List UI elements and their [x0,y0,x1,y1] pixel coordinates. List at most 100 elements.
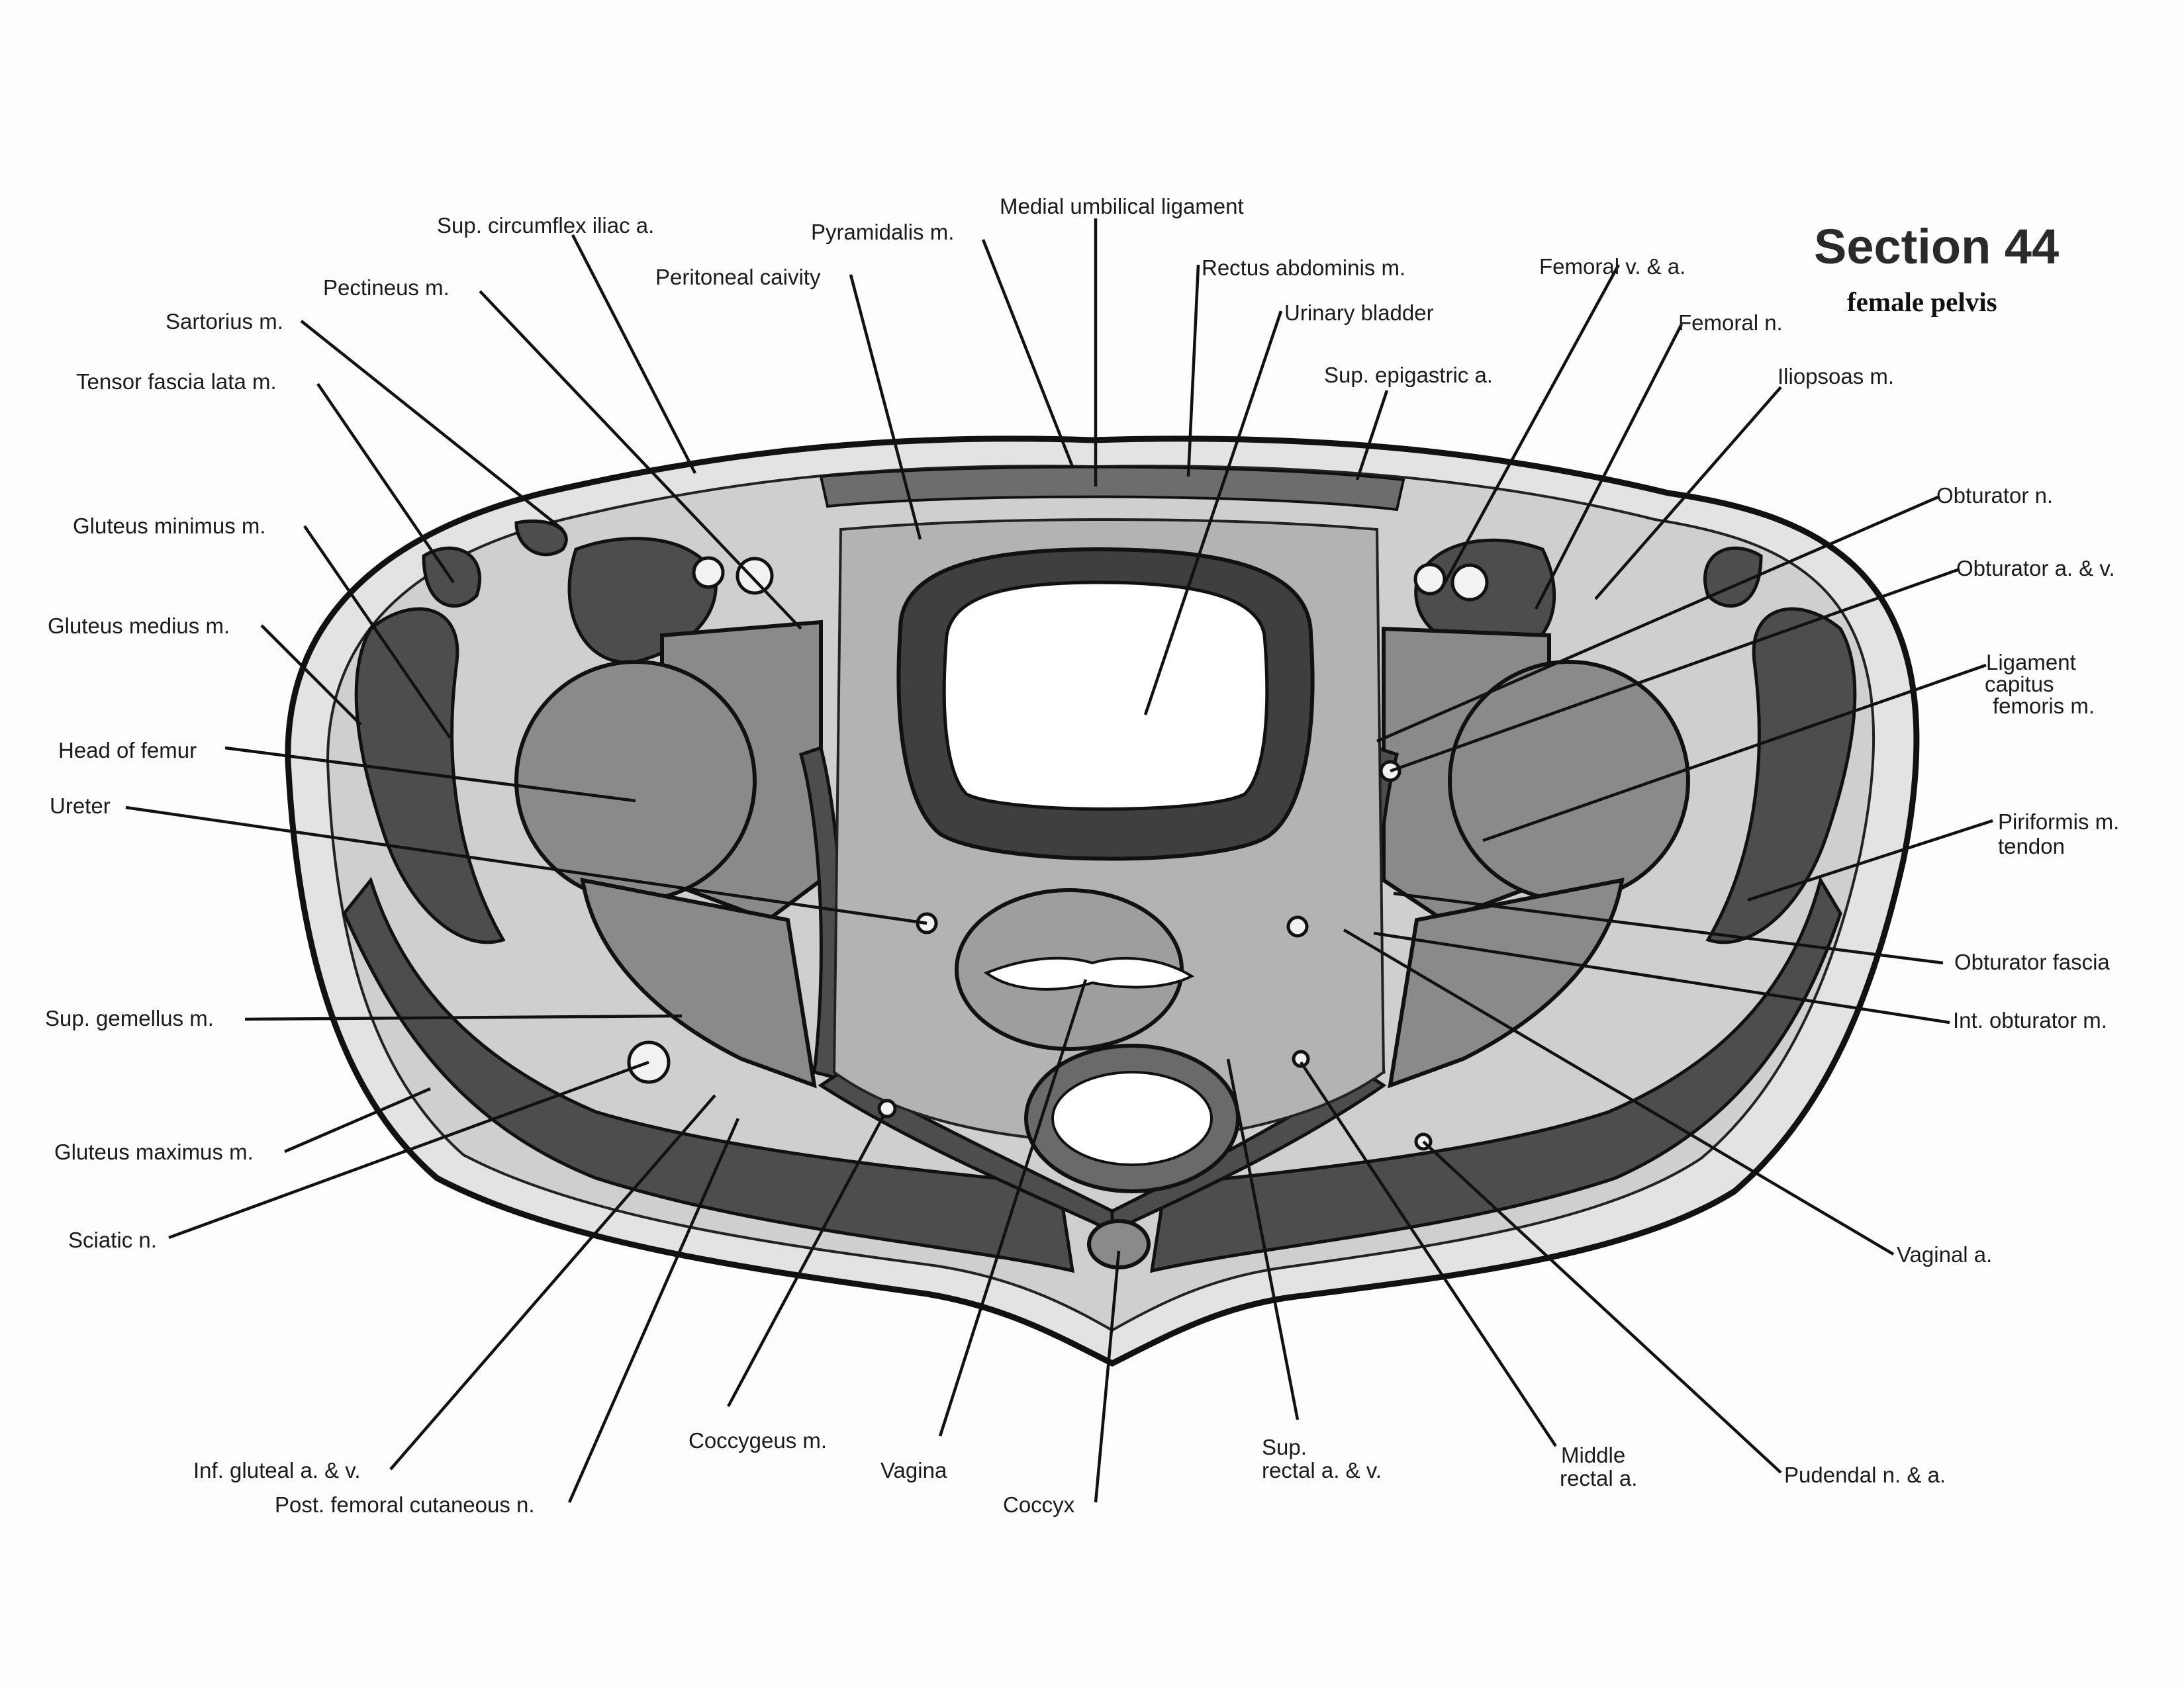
label-peritoneal-cavity: Peritoneal caivity [655,265,821,289]
femoral-vessel-right-b [1450,563,1489,602]
leader-head-of-femur [224,746,636,803]
label-inf-gluteal: Inf. gluteal a. & v. [193,1458,361,1482]
label-gluteus-maximus: Gluteus maximus m. [54,1140,254,1164]
leader-pectineus [479,290,802,630]
label-sup-rectal-1: Sup. [1262,1435,1307,1459]
label-piriformis-1: Piriformis m. [1998,809,2119,834]
label-ligament-capitus-1: Ligament [1986,650,2076,674]
label-middle-rectal-2: rectal a. [1560,1466,1637,1490]
leader-post-femoral-cutaneous [567,1118,740,1503]
leader-ligament-capitus [1482,663,1987,843]
label-femoral-n: Femoral n. [1678,310,1783,335]
gluteus-maximus-right [1149,876,1842,1273]
leader-tensor-fascia-lata [316,383,455,584]
label-middle-rectal-1: Middle [1561,1443,1625,1467]
label-obturator-n: Obturator n. [1936,483,2053,508]
leader-lines [125,218,1993,1503]
label-vagina: Vagina [880,1458,947,1482]
label-coccyx: Coccyx [1003,1492,1075,1517]
leader-gluteus-medius [260,624,362,726]
ischium-right [1388,878,1625,1089]
leader-obturator-n [1376,494,1940,743]
label-sup-gemellus: Sup. gemellus m. [45,1006,214,1030]
leader-urinary-bladder [1143,310,1283,715]
label-pyramidalis: Pyramidalis m. [811,220,954,244]
label-iliopsoas: Iliopsoas m. [1778,364,1894,388]
tensor-fascia-lata-left [422,546,481,608]
label-medial-umbilical-ligament: Medial umbilical ligament [1000,194,1244,218]
leader-obturator-fascia [1393,891,1944,965]
urinary-bladder-lumen [942,580,1269,811]
section-subtitle: female pelvis [1847,287,1997,317]
gluteal-vessel-left [877,1099,897,1118]
label-tensor-fascia-lata: Tensor fascia lata m. [76,369,277,394]
leader-sartorius [300,320,564,531]
leader-coccygeus [727,1114,885,1408]
rectal-vessel [1292,1050,1310,1068]
leader-sup-circumflex-iliac [571,234,697,475]
label-vaginal-a: Vaginal a. [1897,1242,1992,1267]
label-pudendal: Pudendal n. & a. [1784,1463,1946,1487]
rectum-lumen [1051,1071,1213,1166]
label-int-obturator: Int. obturator m. [1953,1008,2107,1032]
leader-coccyx [1094,1250,1121,1503]
label-ligament-capitus-3: femoris m. [1993,694,2095,718]
leader-pudendal [1422,1140,1782,1474]
label-coccygeus: Coccygeus m. [688,1428,827,1453]
ischium-left [580,878,817,1089]
label-sciatic-n: Sciatic n. [68,1228,157,1252]
leader-ureter [125,805,927,925]
rectus-abdominis [819,465,1405,512]
leader-pyramidalis [981,239,1074,467]
leader-obturator-av [1390,567,1960,773]
leader-rectus-abdominis [1186,264,1200,477]
label-ligament-capitus-2: capitus [1985,672,2054,696]
label-sartorius: Sartorius m. [166,309,283,334]
leader-gluteus-minimus [303,525,451,739]
leader-middle-rectal [1300,1061,1557,1447]
sartorius-left [514,519,568,557]
label-sup-epigastric: Sup. epigastric a. [1324,363,1493,387]
leader-inf-gluteal [389,1094,716,1471]
leader-gluteus-maximus [284,1087,431,1154]
coccyx-bone [1087,1219,1151,1269]
leader-sup-epigastric [1355,390,1389,480]
pelvis-cross-section [285,435,1920,1367]
gluteus-medius-right [1705,607,1857,944]
head-of-femur-left [514,660,757,902]
label-ureter: Ureter [50,794,111,818]
leader-sup-rectal [1226,1058,1300,1420]
leader-femoral-n [1534,323,1684,610]
gluteus-maximus-left [342,876,1075,1273]
femoral-vessel-left-a [692,556,725,589]
leader-piriformis-tendon [1747,819,1993,902]
leader-femoral-va [1442,263,1620,587]
leader-int-obturator [1373,931,1950,1025]
vagina-lumen [983,956,1195,991]
label-head-of-femur: Head of femur [58,738,197,762]
femoral-vessel-right-a [1413,563,1447,596]
label-sup-rectal-2: rectal a. & v. [1262,1458,1382,1482]
leader-peritoneal-cavity [849,274,922,540]
leader-vagina [938,979,1088,1437]
label-pectineus: Pectineus m. [323,275,450,300]
label-obturator-fascia: Obturator fascia [1954,950,2110,974]
label-piriformis-2: tendon [1998,834,2065,858]
section-title: Section 44 [1814,219,2059,274]
label-rectus-abdominis: Rectus abdominis m. [1202,255,1405,280]
label-obturator-a-v: Obturator a. & v. [1956,556,2115,580]
ureter-vessel-right [1286,915,1309,938]
labels: Sup. circumflex iliac a. Pyramidalis m. … [45,194,2119,1517]
label-post-femoral-cutaneous: Post. femoral cutaneous n. [275,1492,535,1517]
label-gluteus-minimus: Gluteus minimus m. [73,514,266,538]
leader-iliopsoas [1594,386,1782,600]
leader-vaginal-a [1343,929,1895,1255]
label-sup-circumflex-iliac: Sup. circumflex iliac a. [437,213,654,238]
leader-sciatic-n [168,1060,649,1240]
label-femoral-v-a: Femoral v. & a. [1539,254,1685,279]
label-gluteus-medius: Gluteus medius m. [48,614,230,638]
label-urinary-bladder: Urinary bladder [1284,300,1434,325]
femoral-vessel-left-b [736,557,774,595]
